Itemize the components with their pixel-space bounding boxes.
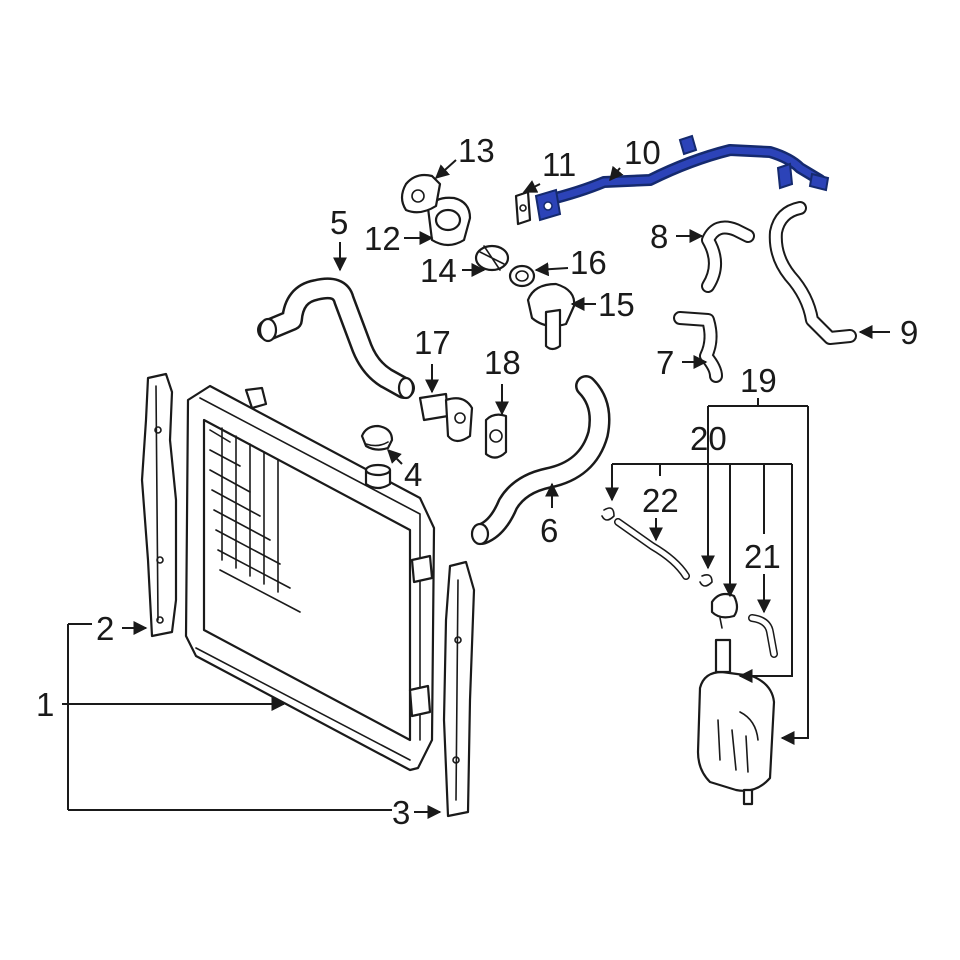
label-22: 22 xyxy=(642,482,679,519)
gasket-18 xyxy=(484,413,508,459)
label-5: 5 xyxy=(330,204,348,241)
label-17: 17 xyxy=(414,324,451,361)
upper-radiator-hose xyxy=(257,277,415,400)
label-8: 8 xyxy=(650,218,668,255)
label-14: 14 xyxy=(420,252,457,289)
heater-hose-9 xyxy=(768,201,857,345)
callout-lines xyxy=(62,159,890,819)
label-9: 9 xyxy=(900,314,918,351)
radiator-core-fins xyxy=(209,427,301,613)
label-11: 11 xyxy=(542,146,576,183)
water-outlet-12 xyxy=(426,196,472,247)
heater-hose-8 xyxy=(701,220,755,293)
hose-clamp-upper xyxy=(601,507,615,521)
label-6: 6 xyxy=(540,512,558,549)
left-radiator-support xyxy=(140,372,178,638)
label-7: 7 xyxy=(656,344,674,381)
label-10: 10 xyxy=(624,134,661,171)
reservoir-hose-21 xyxy=(748,614,778,658)
coolant-reservoir-19 xyxy=(696,638,776,806)
thermostat-14 xyxy=(474,244,510,272)
overflow-hose-22 xyxy=(614,518,690,580)
reservoir-cap-20 xyxy=(710,592,739,629)
label-1: 1 xyxy=(36,686,54,723)
gasket-ring-16 xyxy=(508,264,536,288)
water-bypass-pipe-highlighted xyxy=(534,134,830,222)
label-16: 16 xyxy=(570,244,607,281)
label-12: 12 xyxy=(364,220,401,257)
label-4: 4 xyxy=(404,456,422,493)
water-inlet-15 xyxy=(526,282,576,351)
label-20: 20 xyxy=(690,420,727,457)
water-outlet-17 xyxy=(418,392,474,443)
lower-radiator-hose xyxy=(470,375,611,546)
gasket-13 xyxy=(400,173,442,214)
label-18: 18 xyxy=(484,344,521,381)
label-2: 2 xyxy=(96,610,114,647)
gasket-11 xyxy=(514,190,532,226)
hose-clamp-lower xyxy=(699,574,713,587)
radiator xyxy=(184,384,436,772)
label-19: 19 xyxy=(740,362,777,399)
bypass-hose xyxy=(673,311,723,383)
right-radiator-support xyxy=(442,560,476,818)
radiator-filler-neck xyxy=(364,463,392,490)
label-3: 3 xyxy=(392,794,410,831)
radiator-cap xyxy=(360,424,394,451)
label-13: 13 xyxy=(458,132,495,169)
label-15: 15 xyxy=(598,286,635,323)
part-number-labels: 1 2 3 4 5 6 7 8 9 10 11 12 13 14 15 16 1… xyxy=(36,132,918,831)
label-21: 21 xyxy=(744,538,781,575)
